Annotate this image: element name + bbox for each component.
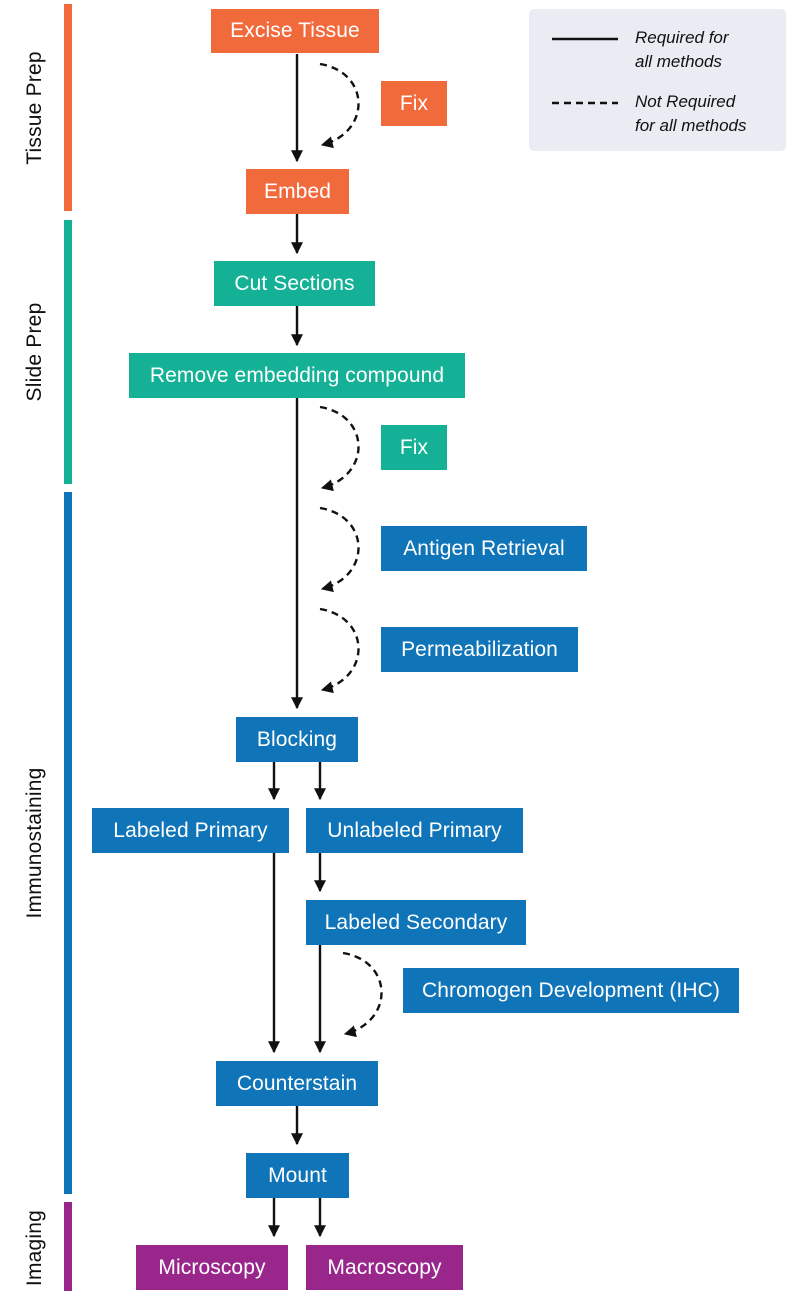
optional-arrow-permeabilization	[319, 607, 360, 694]
optional-arrow-fix-tissue	[319, 62, 360, 149]
step-fix-tissue: Fix	[381, 81, 447, 126]
stage-bar-immunostaining	[64, 492, 72, 1194]
legend-required: Required for all methods	[635, 26, 785, 74]
step-remove-embedding-compound: Remove embedding compound	[129, 353, 465, 398]
step-macroscopy: Macroscopy	[306, 1245, 463, 1290]
step-chromogen-development: Chromogen Development (IHC)	[403, 968, 739, 1013]
step-permeabilization: Permeabilization	[381, 627, 578, 672]
optional-arrow-chromogen	[342, 951, 383, 1038]
legend-required-line2: all methods	[635, 52, 722, 71]
step-labeled-primary: Labeled Primary	[92, 808, 289, 853]
step-mount: Mount	[246, 1153, 349, 1198]
optional-arrow-fix-slide	[319, 405, 360, 492]
stage-bar-slide-prep	[64, 220, 72, 484]
legend-required-line1: Required for	[635, 28, 729, 47]
stage-bar-imaging	[64, 1202, 72, 1291]
legend-not-required-line2: for all methods	[635, 116, 747, 135]
legend-not-required: Not Required for all methods	[635, 90, 785, 138]
optional-arrow-antigen-retrieval	[319, 506, 360, 593]
step-blocking: Blocking	[236, 717, 358, 762]
step-embed: Embed	[246, 169, 349, 214]
step-excise-tissue: Excise Tissue	[211, 9, 379, 53]
legend-solid-line	[552, 37, 618, 41]
step-cut-sections: Cut Sections	[214, 261, 375, 306]
step-counterstain: Counterstain	[216, 1061, 378, 1106]
step-fix-slide: Fix	[381, 425, 447, 470]
legend-dashed-line	[552, 101, 618, 105]
legend: Required for all methods Not Required fo…	[529, 9, 786, 151]
stage-bar-tissue-prep	[64, 4, 72, 211]
legend-not-required-line1: Not Required	[635, 92, 736, 111]
step-labeled-secondary: Labeled Secondary	[306, 900, 526, 945]
step-microscopy: Microscopy	[136, 1245, 288, 1290]
step-antigen-retrieval: Antigen Retrieval	[381, 526, 587, 571]
step-unlabeled-primary: Unlabeled Primary	[306, 808, 523, 853]
